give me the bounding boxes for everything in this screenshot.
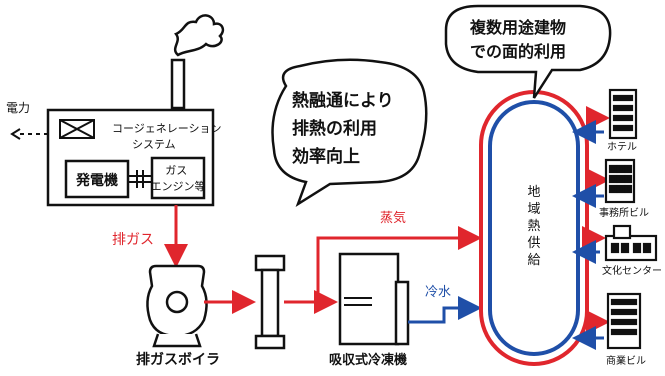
boiler-label: 排ガスボイラ xyxy=(136,351,220,368)
text-line: 熱融通により xyxy=(292,90,394,111)
engine-box xyxy=(150,156,206,200)
chiller-label: 吸収式冷凍機 xyxy=(329,352,407,368)
hotel-building-icon xyxy=(608,88,638,140)
commercial-building-icon xyxy=(606,292,642,350)
steam-label: 蒸気 xyxy=(380,210,406,226)
control-panel-icon xyxy=(59,119,95,139)
chimney xyxy=(170,14,225,110)
district-heat-char: 熱 xyxy=(527,219,540,234)
arrow-left-icon xyxy=(10,128,21,140)
building-label-culture: 文化センター xyxy=(602,264,662,277)
district-heat-char: 供 xyxy=(527,236,540,251)
district-heat-char: 給 xyxy=(527,253,540,268)
engine-label: ガス エンジン等 xyxy=(151,164,206,193)
chilled-water-flow: 冷水 xyxy=(408,285,482,324)
office-building-icon xyxy=(604,158,636,204)
exhaust-gas-boiler: 排ガスボイラ xyxy=(136,264,220,368)
district-heat-char: 域 xyxy=(527,202,540,217)
engine-line-1: ガス xyxy=(165,164,187,177)
boiler-icon xyxy=(165,290,189,314)
exhaust-label: 排ガス xyxy=(112,232,154,248)
bubble-left-text: 熱融通により排熱の利用効率向上 xyxy=(292,90,394,167)
cogeneration-system: コージェネレーション システム 発電機 ガス エンジン等 xyxy=(46,108,225,207)
power-label: 電力 xyxy=(6,101,30,115)
generator-box xyxy=(64,159,130,199)
cogen-line-1: コージェネレーション xyxy=(112,122,222,135)
coupling-icon xyxy=(128,170,152,188)
engine-line-2: エンジン等 xyxy=(151,179,206,193)
exhaust-flow: 排ガス xyxy=(112,205,188,268)
text-line: 排熱の利用 xyxy=(292,118,377,139)
culture-center-icon xyxy=(604,224,658,262)
building-label-office: 事務所ビル xyxy=(599,206,649,219)
bubble-right-text: 複数用途建物での面的利用 xyxy=(469,18,566,61)
text-line: 効率向上 xyxy=(292,146,360,167)
district-heat-char: 地 xyxy=(527,185,540,200)
district-heat-label: 地域熱供給 xyxy=(527,185,540,268)
heat-exchanger xyxy=(254,254,286,350)
text-line: 複数用途建物 xyxy=(469,18,566,37)
absorption-chiller: 吸収式冷凍機 xyxy=(329,252,410,368)
smoke-icon xyxy=(173,14,225,57)
chilled-water-label: 冷水 xyxy=(425,285,451,300)
cogeneration-label: コージェネレーション システム xyxy=(112,122,225,151)
power-output: 電力 xyxy=(6,101,48,140)
cogen-line-2: システム xyxy=(132,138,176,151)
district-heat-loop: 地域熱供給 xyxy=(479,90,589,366)
text-line: での面的利用 xyxy=(470,42,566,61)
speech-bubble-heat-sharing: 熱融通により排熱の利用効率向上 xyxy=(271,58,428,207)
generator-label: 発電機 xyxy=(75,172,118,189)
building-label-hotel: ホテル xyxy=(607,141,637,153)
speech-bubble-area-use: 複数用途建物での面的利用 xyxy=(444,4,612,99)
building-label-commercial: 商業ビル xyxy=(606,354,646,367)
supply-branches xyxy=(572,106,610,350)
